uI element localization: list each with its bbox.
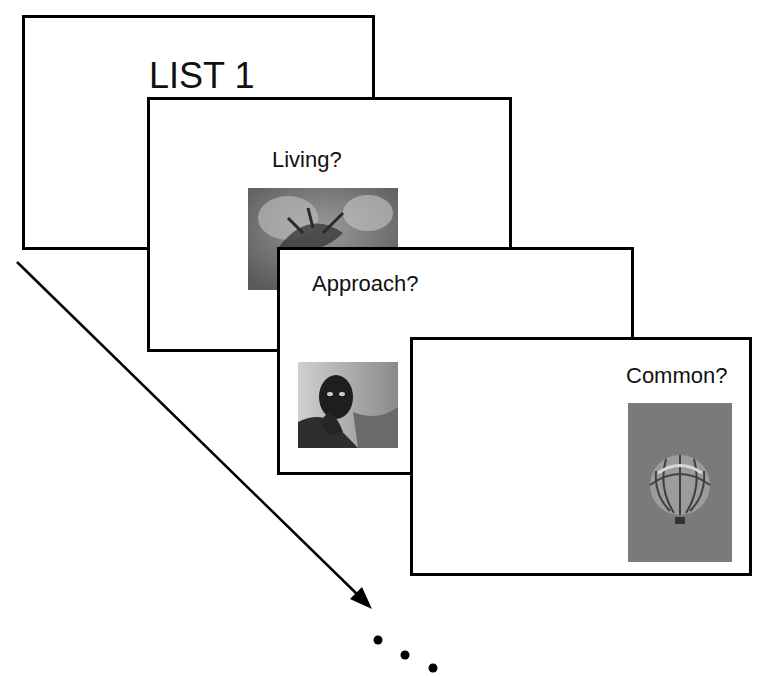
question-label: Common? <box>626 364 727 388</box>
arrow-head <box>350 587 372 609</box>
question-label: Living? <box>272 148 342 172</box>
list-heading: LIST 1 <box>149 56 254 96</box>
stimulus-photo <box>298 362 398 452</box>
question-label: Approach? <box>312 272 418 296</box>
ellipsis-dot <box>401 651 410 660</box>
ellipsis-dot <box>374 636 383 645</box>
ellipsis-dot <box>429 664 438 673</box>
trial-card: Common? <box>410 337 752 576</box>
stimulus-photo <box>628 403 732 566</box>
